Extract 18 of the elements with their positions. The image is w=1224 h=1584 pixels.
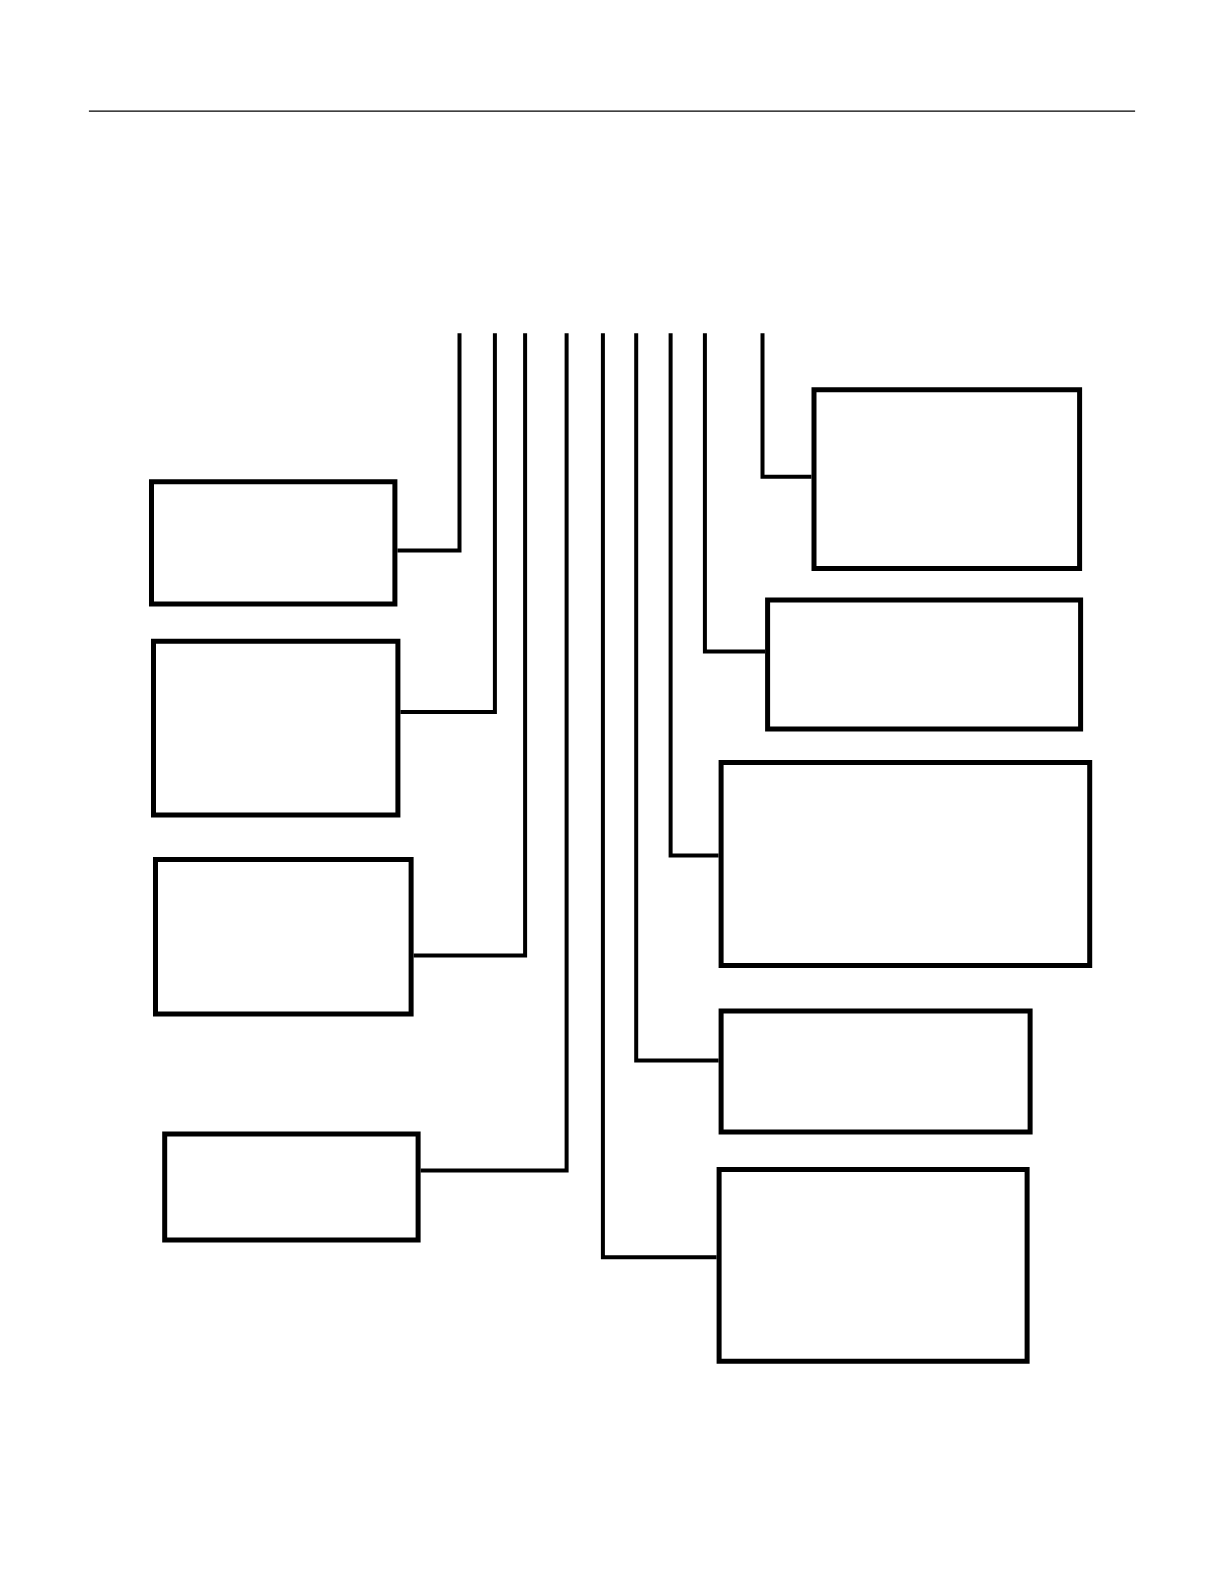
leader-line — [413, 333, 528, 958]
leader-line — [634, 333, 719, 1063]
empty-box — [151, 638, 401, 818]
empty-box — [765, 597, 1084, 732]
empty-box — [149, 479, 398, 607]
empty-box — [811, 387, 1083, 572]
leader-line — [702, 333, 766, 654]
leader-line — [400, 333, 497, 714]
empty-box — [162, 1131, 421, 1243]
leader-line — [668, 333, 719, 858]
empty-box — [716, 1167, 1030, 1364]
leader-line — [760, 333, 812, 479]
empty-box — [153, 856, 414, 1017]
empty-box — [718, 1008, 1033, 1135]
leader-line — [397, 333, 462, 553]
leader-line — [420, 333, 569, 1173]
empty-box — [718, 760, 1093, 968]
leader-line — [600, 333, 717, 1260]
